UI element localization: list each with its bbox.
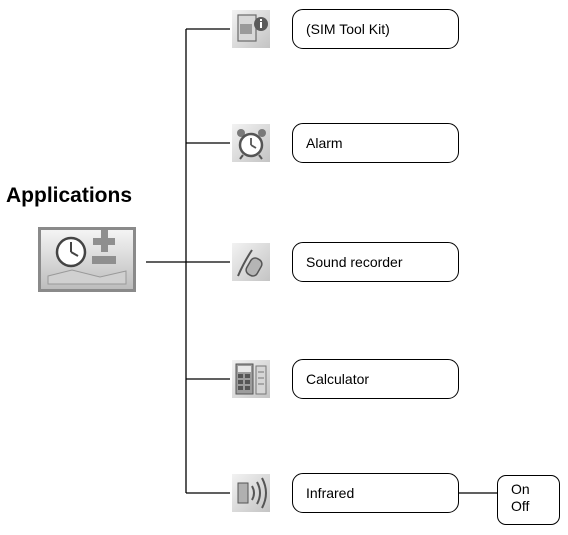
menu-item-alarm: Alarm	[292, 123, 459, 163]
applications-clock-plus-minus-icon	[38, 227, 136, 292]
menu-item-infrared: Infrared	[292, 473, 459, 513]
microphone-recorder-icon	[232, 243, 270, 281]
calculator-icon	[232, 360, 270, 398]
menu-item-calculator: Calculator	[292, 359, 459, 399]
infrared-options-box: On Off	[497, 475, 560, 525]
infrared-icon	[232, 474, 270, 512]
connector-lines	[146, 28, 497, 494]
alarm-clock-icon	[232, 124, 270, 162]
infrared-option-on: On	[511, 481, 530, 497]
menu-item-sound-recorder: Sound recorder	[292, 242, 459, 282]
infrared-option-off: Off	[511, 498, 530, 514]
menu-item-sim-tool-kit: (SIM Tool Kit)	[292, 9, 459, 49]
applications-heading: Applications	[6, 184, 133, 207]
sim-card-info-icon	[232, 10, 270, 48]
